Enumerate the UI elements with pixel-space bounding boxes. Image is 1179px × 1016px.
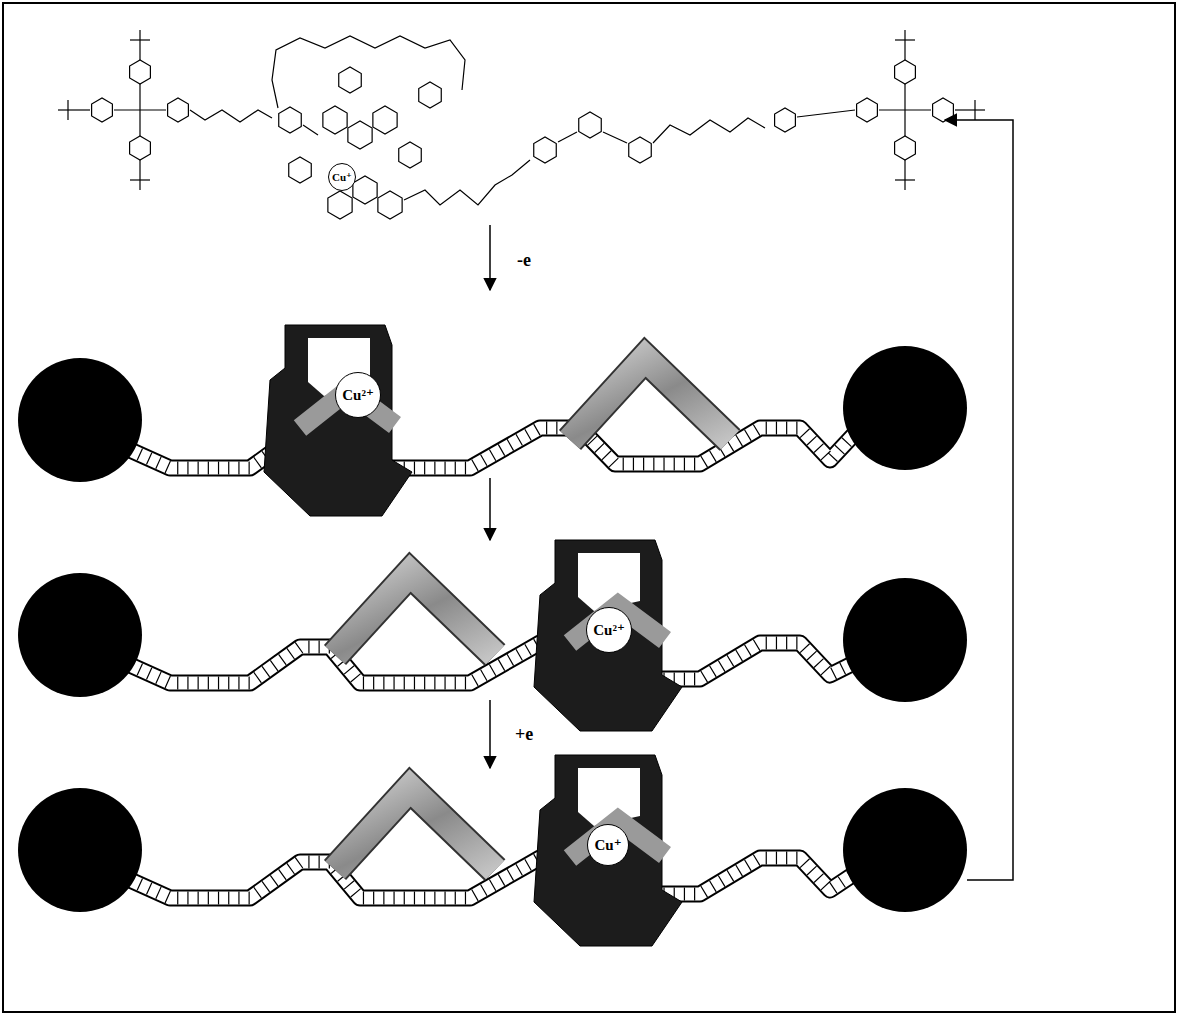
terpyridine-block <box>335 788 495 870</box>
bond-line <box>797 110 855 117</box>
down-arrow <box>489 478 491 540</box>
benzene-ring <box>579 112 602 138</box>
process-arrows <box>490 120 1013 880</box>
benzene-ring <box>323 106 347 134</box>
chemical-structure <box>58 30 985 219</box>
terpyridine-block <box>570 358 730 440</box>
rotaxane-cartoon <box>18 325 967 516</box>
copper-ion: Cu²⁺ <box>335 372 381 418</box>
bond-line <box>114 109 166 110</box>
bond-line <box>904 180 905 190</box>
benzene-ring <box>353 176 377 204</box>
bond-line <box>904 160 905 180</box>
frame <box>3 3 1175 1012</box>
macrocycle <box>264 325 412 516</box>
bond-line <box>404 160 530 205</box>
benzene-ring <box>130 136 151 160</box>
benzene-ring <box>629 137 652 163</box>
electron-transfer-label: -e <box>515 250 533 270</box>
bond-line <box>904 30 905 40</box>
stopper-ball <box>18 788 142 912</box>
bond-line <box>879 109 931 110</box>
bond-line <box>272 36 465 108</box>
benzene-ring <box>348 121 372 149</box>
benzene-ring <box>895 136 916 160</box>
benzene-ring <box>168 98 189 122</box>
benzene-ring <box>399 142 422 168</box>
cartoon-rows <box>18 325 967 946</box>
benzene-ring <box>534 137 557 163</box>
down-arrow <box>489 700 491 768</box>
ion-label: Cu²⁺ <box>593 623 625 638</box>
bond-line <box>904 40 905 60</box>
terpyridine-fill <box>335 573 495 655</box>
benzene-ring <box>328 191 352 219</box>
copper-ion: Cu⁺ <box>328 163 356 191</box>
bond-line <box>558 132 577 142</box>
stopper-ball <box>18 358 142 482</box>
stopper-ball <box>843 346 967 470</box>
stopper-ball <box>18 573 142 697</box>
copper-ion: Cu²⁺ <box>586 607 632 653</box>
benzene-ring <box>373 106 397 134</box>
electron-transfer-label: +e <box>513 724 535 744</box>
terpyridine-fill <box>570 358 730 440</box>
bond-line <box>139 30 140 40</box>
rotaxane-cartoon <box>18 755 967 946</box>
thread-ticks <box>130 428 860 468</box>
benzene-ring <box>895 60 916 84</box>
bond-line <box>139 160 140 180</box>
bond-line <box>139 40 140 60</box>
copper-ion: Cu⁺ <box>587 824 629 866</box>
stopper-ball <box>843 788 967 912</box>
benzene-ring <box>289 157 312 183</box>
benzene-ring <box>130 60 151 84</box>
benzene-ring <box>933 98 954 122</box>
benzene-ring <box>775 108 796 132</box>
terpyridine-fill <box>335 788 495 870</box>
benzene-ring <box>339 67 362 93</box>
bond-line <box>603 132 627 143</box>
stopper-ball <box>843 578 967 702</box>
thread-outline <box>130 428 860 468</box>
bond-line <box>975 109 985 110</box>
bond-line <box>955 109 975 110</box>
bond-line <box>58 109 68 110</box>
terpyridine-block <box>335 573 495 655</box>
benzene-ring <box>92 98 113 122</box>
bond-line <box>190 110 272 122</box>
thread-fill <box>130 428 860 468</box>
benzene-ring <box>378 191 402 219</box>
ion-label: Cu⁺ <box>332 172 352 183</box>
benzene-ring <box>279 107 302 133</box>
rotaxane-cartoon <box>18 540 967 731</box>
bond-line <box>68 109 90 110</box>
bond-line <box>303 125 318 135</box>
bond-line <box>139 180 140 190</box>
ion-label: Cu²⁺ <box>342 388 374 403</box>
ion-label: Cu⁺ <box>594 838 621 853</box>
down-arrow <box>489 225 491 290</box>
macrocycle <box>534 755 682 946</box>
macrocycle <box>534 540 682 731</box>
benzene-ring <box>857 98 878 122</box>
bond-line <box>653 118 765 143</box>
benzene-ring <box>419 82 442 108</box>
return-arrow <box>945 120 1013 880</box>
